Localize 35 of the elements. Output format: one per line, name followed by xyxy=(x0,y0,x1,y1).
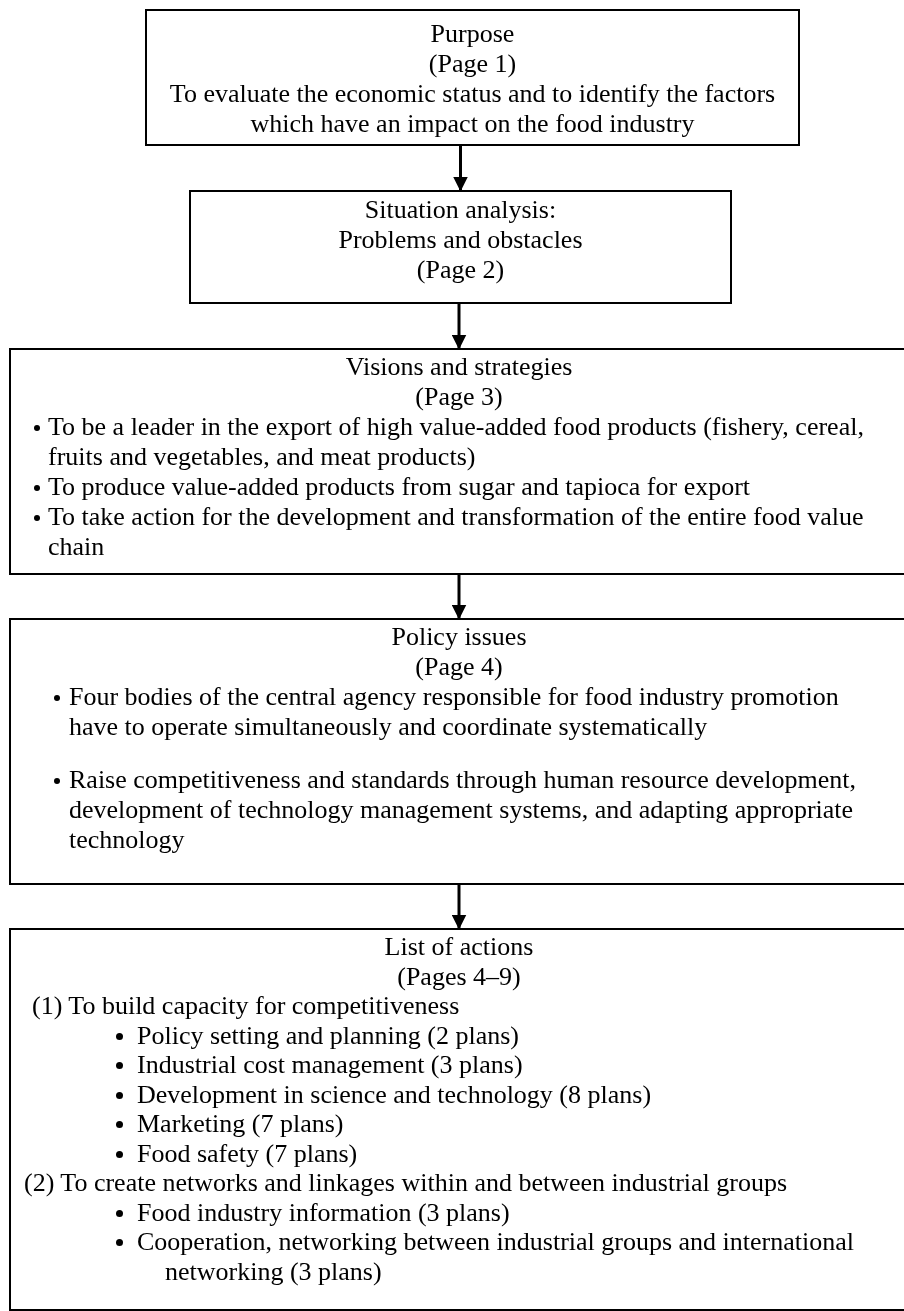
box-text: (Page 4) xyxy=(414,652,504,682)
box-text: Purpose xyxy=(429,19,516,49)
text-box xyxy=(189,190,732,304)
bullet-text: Marketing (7 plans) xyxy=(137,1109,345,1139)
arrow xyxy=(451,575,467,620)
arrow xyxy=(451,304,467,350)
box-text: Visions and strategies xyxy=(344,352,574,382)
text-box xyxy=(9,618,904,885)
bullet-text: Food safety (7 plans) xyxy=(137,1138,359,1168)
box-text: Problems and obstacles xyxy=(337,225,584,255)
bullet-text: Industrial cost management (3 plans) xyxy=(137,1050,524,1080)
box-text: Situation analysis: xyxy=(363,195,558,225)
arrow xyxy=(451,885,467,930)
bullet-text: Development in science and technology (8 plans) xyxy=(137,1079,653,1109)
box-text: (Page 1) xyxy=(427,49,518,79)
box-text: (Page 3) xyxy=(414,382,504,412)
box-text: List of actions xyxy=(383,932,535,962)
text-box xyxy=(9,348,904,575)
bullet-text: Four bodies of the central agency responsible for food industry promotion have to operate simultaneously and coordinate systematically xyxy=(69,682,840,742)
text-box xyxy=(145,9,800,146)
box-text: (Page 2) xyxy=(415,255,506,285)
bullet-text: To be a leader in the export of high value-added food products (fishery, cereal, fruits and vegetables, and meat products) xyxy=(48,412,865,472)
arrow xyxy=(453,146,468,192)
numbered-heading: (1) To build capacity for competitiveness xyxy=(32,991,461,1021)
bullet-text: Food industry information (3 plans) xyxy=(137,1197,511,1227)
text-box xyxy=(9,928,904,1311)
box-text: (Pages 4–9) xyxy=(396,961,522,991)
bullet-text: To take action for the development and transformation of the entire food value chain xyxy=(48,502,865,562)
bullet-text: Raise competitiveness and standards through human resource development, development of technology management systems, and adapting appropriate technology xyxy=(69,765,857,855)
box-text: Policy issues xyxy=(390,622,528,652)
bullet-text: To produce value-added products from sugar and tapioca for export xyxy=(48,472,752,502)
box-text: To evaluate the economic status and to identify the factors which have an impact on the food industry xyxy=(168,79,777,139)
numbered-heading: (2) To create networks and linkages within and between industrial groups xyxy=(24,1168,789,1198)
bullet-text: Cooperation, networking between industrial groups and international networking (3 plans) xyxy=(137,1227,855,1286)
bullet-text: Policy setting and planning (2 plans) xyxy=(137,1020,520,1050)
